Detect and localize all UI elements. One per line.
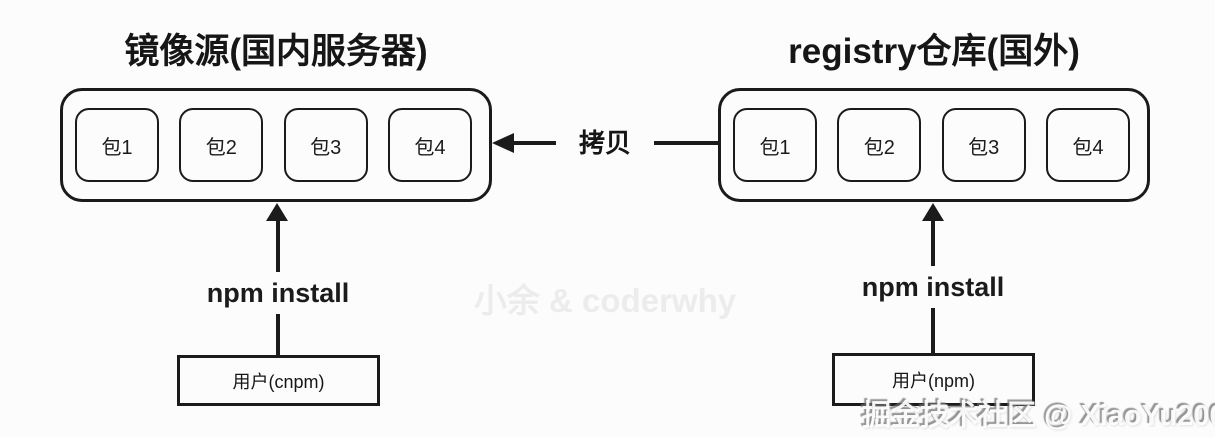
mirror-package-box-1: 包1 xyxy=(75,108,159,182)
cnpm-install-label: npm install xyxy=(185,272,371,314)
corner-watermark: 掘金技术社区 @ XiaoYu2002 xyxy=(862,400,1215,432)
npm-user-label: 用户(npm) xyxy=(891,370,975,391)
npm-install-arrowhead-up-icon xyxy=(922,203,944,221)
registry-title: registry仓库(国外) xyxy=(788,32,1080,71)
cnpm-user-label: 用户(cnpm) xyxy=(232,371,325,392)
npm-install-label: npm install xyxy=(840,266,1026,308)
registry-package-box-1: 包1 xyxy=(733,108,817,182)
mirror-package-box-3: 包3 xyxy=(283,108,368,182)
mirror-package-box-2: 包2 xyxy=(179,108,264,182)
cnpm-user-box: 用户(cnpm) xyxy=(177,355,380,406)
center-watermark: 小余 & coderwhy xyxy=(473,282,737,319)
registry-package-box-2: 包2 xyxy=(837,108,922,182)
cnpm-install-arrowhead-up-icon xyxy=(266,203,288,221)
copy-arrow-label: 拷贝 xyxy=(556,126,654,160)
npm-user-box: 用户(npm) xyxy=(832,353,1035,406)
mirror-package-box-4: 包4 xyxy=(387,108,472,182)
mirror-source-title: 镜像源(国内服务器) xyxy=(124,32,428,71)
registry-package-box-4: 包4 xyxy=(1045,108,1130,182)
mirror-source-container: 包1 包2 包3 包4 xyxy=(60,88,492,202)
registry-package-box-3: 包3 xyxy=(941,108,1026,182)
registry-container: 包1 包2 包3 包4 xyxy=(718,88,1150,202)
copy-arrowhead-left-icon xyxy=(492,133,514,153)
